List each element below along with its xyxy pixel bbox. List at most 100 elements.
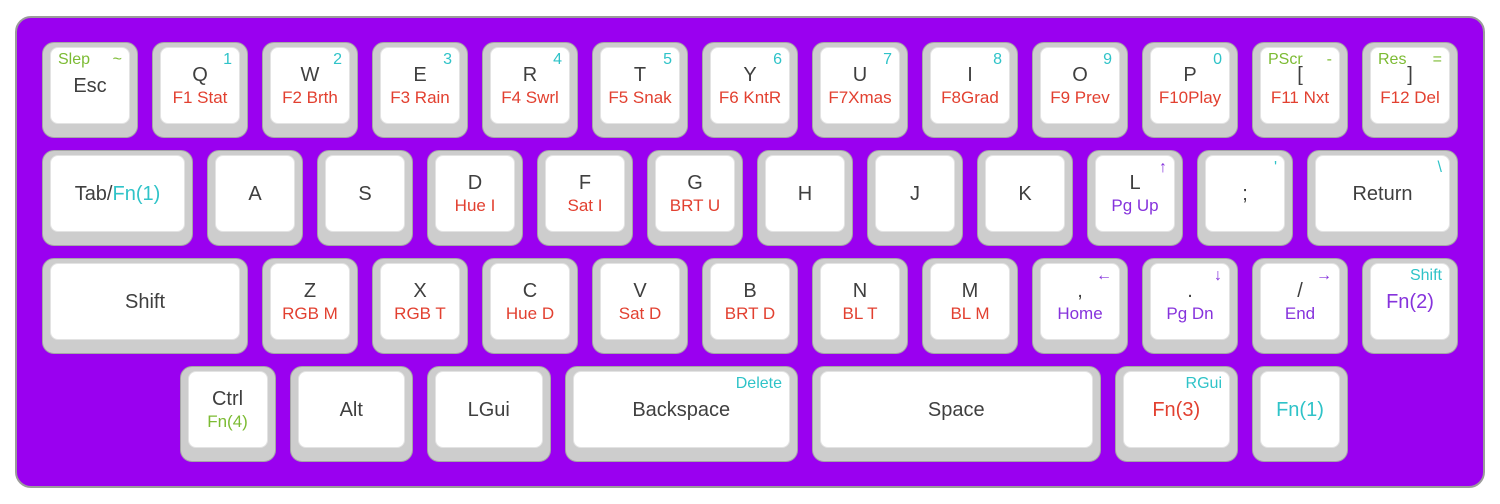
key-legends: H	[766, 156, 844, 231]
key-legend-main: L	[1129, 172, 1141, 194]
key-space[interactable]: Space	[812, 366, 1101, 462]
key-legends: Fn(2)	[1371, 264, 1449, 339]
keytop-d: D Hue I	[435, 155, 515, 232]
key-rbracket[interactable]: Res=]F12 Del	[1362, 42, 1458, 138]
key-cell-fn1: Fn(1)	[1245, 360, 1355, 468]
key-j[interactable]: J	[867, 150, 963, 246]
key-legend-top-right: 9	[1103, 51, 1112, 68]
key-legend-top-right: Delete	[735, 375, 782, 392]
key-legend-sub: Hue I	[454, 196, 496, 215]
key-lbracket[interactable]: PScr-[F11 Nxt	[1252, 42, 1348, 138]
keytop-fn1: Fn(1)	[1260, 371, 1340, 448]
key-legend-main: Y	[743, 64, 757, 86]
key-cell-rbracket: Res=]F12 Del	[1355, 36, 1465, 144]
key-legends: Return	[1316, 156, 1449, 231]
key-legend-sub: F11 Nxt	[1270, 88, 1330, 107]
key-legend-sub: F8Grad	[941, 88, 999, 107]
key-legend-top-right: '	[1273, 159, 1277, 176]
key-alt[interactable]: Alt	[289, 366, 413, 462]
key-lgui[interactable]: LGui	[427, 366, 551, 462]
key-shift[interactable]: Shift	[42, 258, 248, 354]
key-legends: [F11 Nxt	[1261, 48, 1339, 123]
key-period[interactable]: ↓.Pg Dn	[1142, 258, 1238, 354]
key-legend-main: H	[797, 182, 813, 205]
key-legend-main: Alt	[339, 398, 363, 421]
key-legend-main: ]	[1407, 64, 1413, 86]
key-legends: K	[986, 156, 1064, 231]
key-legend-sub: RGB M	[282, 304, 338, 323]
key-cell-esc: Slep~Esc	[35, 36, 145, 144]
key-legend-main: D	[467, 172, 483, 194]
key-a[interactable]: A	[207, 150, 303, 246]
key-s[interactable]: S	[317, 150, 413, 246]
key-legend-top-right: 4	[553, 51, 562, 68]
key-comma[interactable]: ←,Home	[1032, 258, 1128, 354]
keytop-space: Space	[820, 371, 1093, 448]
key-fn1[interactable]: Fn(1)	[1252, 366, 1348, 462]
key-h[interactable]: H	[757, 150, 853, 246]
key-legend-main: Tab/Fn(1)	[74, 182, 161, 205]
key-cell-lbracket: PScr-[F11 Nxt	[1245, 36, 1355, 144]
key-d[interactable]: D Hue I	[427, 150, 523, 246]
key-legend-main: E	[413, 64, 427, 86]
key-legend-main: F	[578, 172, 592, 194]
key-legend-main: K	[1018, 182, 1032, 205]
key-legend-top-left: PScr	[1268, 51, 1303, 68]
key-slash[interactable]: →/End	[1252, 258, 1348, 354]
key-k[interactable]: K	[977, 150, 1073, 246]
keytop-a: A	[215, 155, 295, 232]
key-legend-main: .	[1187, 280, 1193, 302]
key-semicolon[interactable]: ';	[1197, 150, 1293, 246]
key-legend-top-right: 0	[1213, 51, 1222, 68]
key-tab[interactable]: Tab/Fn(1)	[42, 150, 193, 246]
key-legends: Esc	[51, 48, 129, 123]
key-return[interactable]: \Return	[1307, 150, 1458, 246]
key-legend-sub: F2 Brth	[282, 88, 338, 107]
key-legend-main: C	[522, 280, 538, 302]
key-legends: S	[326, 156, 404, 231]
key-esc[interactable]: Slep~Esc	[42, 42, 138, 138]
